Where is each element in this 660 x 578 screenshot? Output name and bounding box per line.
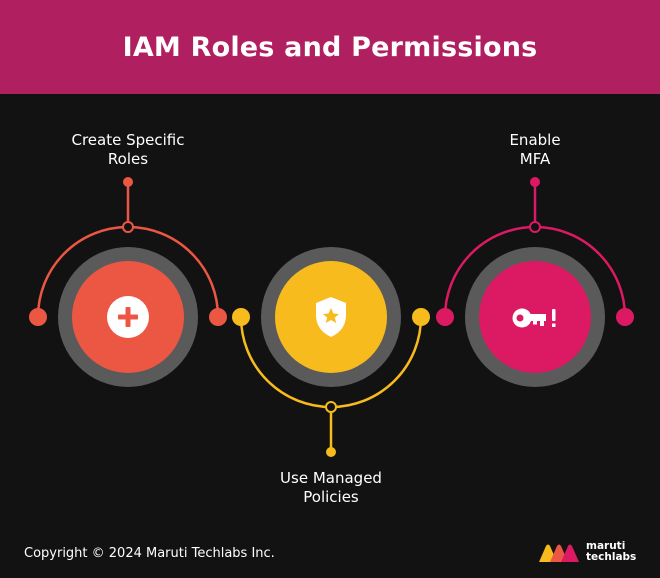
key-alert-icon [512, 308, 556, 328]
connector-node-enable-mfa [529, 221, 541, 233]
connector-end-right-managed-policies [412, 308, 430, 326]
label-use-managed-policies: Use Managed Policies [280, 469, 382, 506]
connector-end-left-enable-mfa [436, 308, 454, 326]
connector-dot-top-create-roles [123, 177, 133, 187]
maruti-logo-icon [539, 544, 579, 562]
connector-node-managed-policies [325, 401, 337, 413]
connector-dot-top-enable-mfa [530, 177, 540, 187]
connector-end-right-create-roles [209, 308, 227, 326]
step-create-roles [29, 177, 227, 387]
connector-node-create-roles [122, 221, 134, 233]
plus-icon [107, 296, 149, 338]
step-managed-policies [232, 247, 430, 457]
label-create-specific-roles: Create Specific Roles [71, 131, 185, 168]
header-banner: IAM Roles and Permissions [0, 0, 660, 94]
connector-end-right-enable-mfa [616, 308, 634, 326]
page-title: IAM Roles and Permissions [122, 31, 538, 63]
label-enable-mfa: Enable MFA [509, 131, 561, 168]
footer-copyright: Copyright © 2024 Maruti Techlabs Inc. [24, 546, 275, 561]
connector-end-left-managed-policies [232, 308, 250, 326]
connector-end-left-create-roles [29, 308, 47, 326]
step-enable-mfa [436, 177, 634, 387]
logo-wordmark: maruti techlabs [586, 540, 637, 563]
connector-dot-bottom-managed-policies [326, 447, 336, 457]
shield-star-icon [316, 297, 346, 337]
